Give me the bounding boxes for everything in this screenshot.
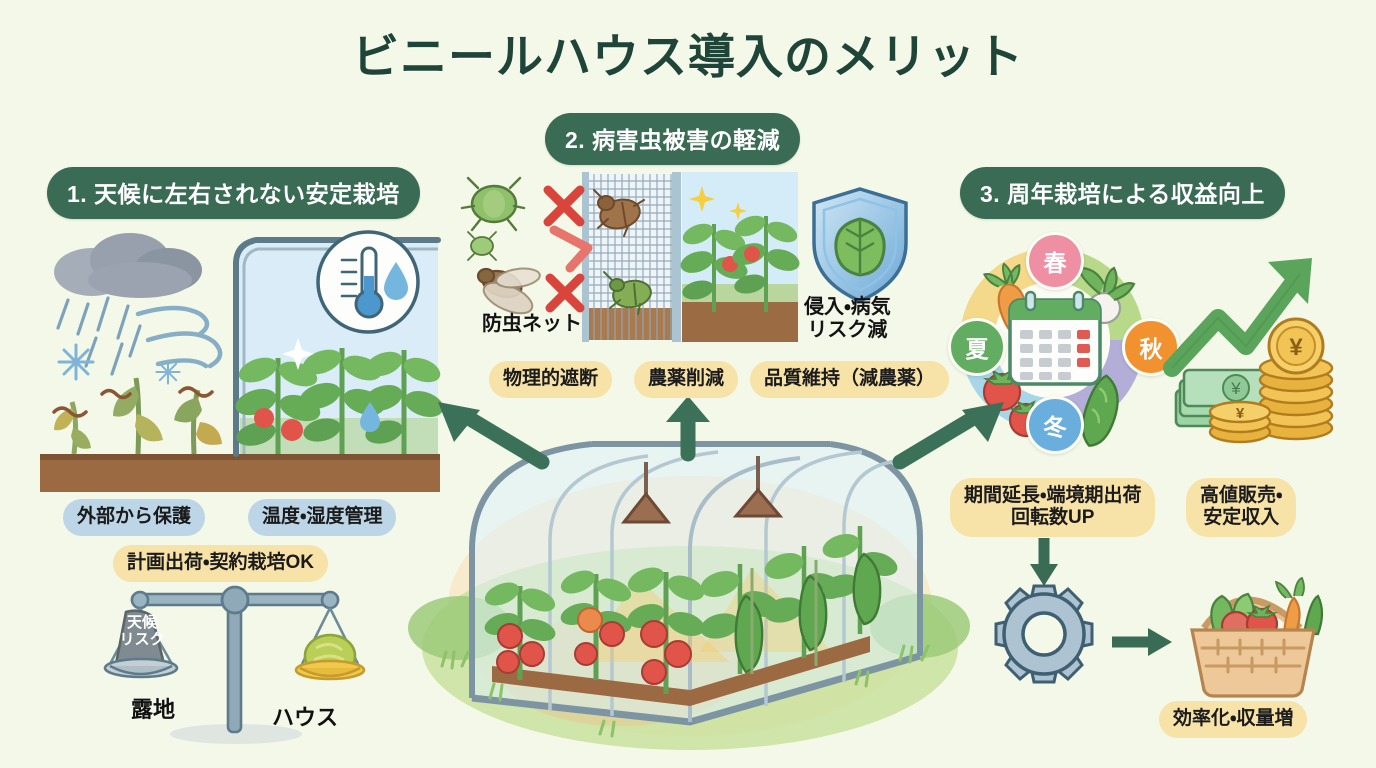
section-1-badge: 1. 天候に左右されない安定栽培 [47, 167, 420, 219]
arrow-to-section-3 [890, 400, 1010, 470]
right-arrow-icon [1112, 628, 1172, 656]
rain-icon [56, 296, 142, 376]
chip-external-protection: 外部から保護 [63, 499, 206, 536]
coin-stack-icon: ¥ ¥ [1208, 317, 1334, 444]
cucumber-icon [1081, 374, 1119, 447]
arrow-to-section-1 [432, 400, 552, 470]
pest-worm-icon [52, 386, 214, 418]
efficiency-flow-illustration [990, 538, 1350, 702]
protected-plants-icon [680, 186, 800, 312]
cucumber-plant-group [700, 526, 898, 674]
risk-reduction-label: 侵入・病気リスク減 [804, 296, 891, 341]
shield-leaf-icon [806, 185, 914, 305]
chip-physical-barrier: 物理的遮断 [489, 361, 613, 398]
section-2-illustration [460, 172, 922, 342]
blocked-green-beetle-icon [603, 271, 652, 315]
wind-icon [135, 305, 223, 369]
season-summer-badge: 夏 [948, 318, 1006, 376]
svg-text:¥: ¥ [1289, 334, 1303, 361]
gear-icon [994, 584, 1094, 684]
insect-net-icon [582, 172, 681, 342]
svg-text:¥: ¥ [1236, 405, 1245, 422]
small-aphid-icon [467, 231, 497, 261]
blocked-beetle-icon [593, 189, 645, 237]
balance-left-label: 露地 [131, 697, 176, 722]
balance-right-label: ハウス [272, 705, 339, 730]
page-title: ビニールハウス導入のメリット [352, 30, 1024, 83]
balance-scale-illustration [96, 578, 376, 748]
season-winter-badge: 冬 [1026, 396, 1084, 454]
thermometer-icon [316, 230, 420, 334]
red-cross-icon [543, 185, 585, 313]
down-arrow-icon [1030, 538, 1058, 586]
arrow-to-section-2 [658, 396, 718, 462]
balance-weight-label: 天候リスク [119, 614, 165, 648]
healthy-plants-icon [235, 338, 444, 454]
section-3-badge: 3. 周年栽培による収益向上 [960, 167, 1285, 219]
section-2-badge: 2. 病害虫被害の軽減 [545, 113, 801, 165]
insect-net-label: 防虫ネット [482, 313, 582, 335]
chip-climate-control: 温度・湿度管理 [248, 499, 397, 536]
season-spring-badge: 春 [1026, 232, 1084, 290]
money-growth-icon: ¥ ¥ ¥ [1160, 232, 1360, 448]
snowflake-icon [57, 343, 181, 385]
tomato-plant-group [484, 567, 705, 694]
calendar-icon [1008, 290, 1102, 386]
grow-lamp-icon [620, 456, 784, 524]
greenhouse-illustration [400, 398, 980, 760]
wilting-plants-icon [54, 377, 222, 455]
chip-quality-maintenance: 品質維持（減農薬） [750, 361, 950, 398]
chip-period-extension: 期間延長・端境期出荷回転数UP [950, 478, 1156, 537]
chip-efficiency-yield: 効率化・収量増 [1159, 701, 1308, 738]
aphid-icon [460, 176, 526, 232]
blocked-arrow-icon [549, 225, 593, 273]
rain-cloud-icon [54, 233, 202, 298]
vegetable-basket-icon [1190, 576, 1324, 698]
chip-planned-shipping: 計画出荷・契約栽培OK [113, 545, 328, 582]
chip-pesticide-reduction: 農薬削減 [634, 361, 739, 398]
svg-text:¥: ¥ [1230, 379, 1241, 398]
chip-high-price-sales: 高値販売・安定収入 [1186, 478, 1297, 537]
section-1-illustration [40, 222, 444, 492]
fly-icon [476, 267, 541, 315]
